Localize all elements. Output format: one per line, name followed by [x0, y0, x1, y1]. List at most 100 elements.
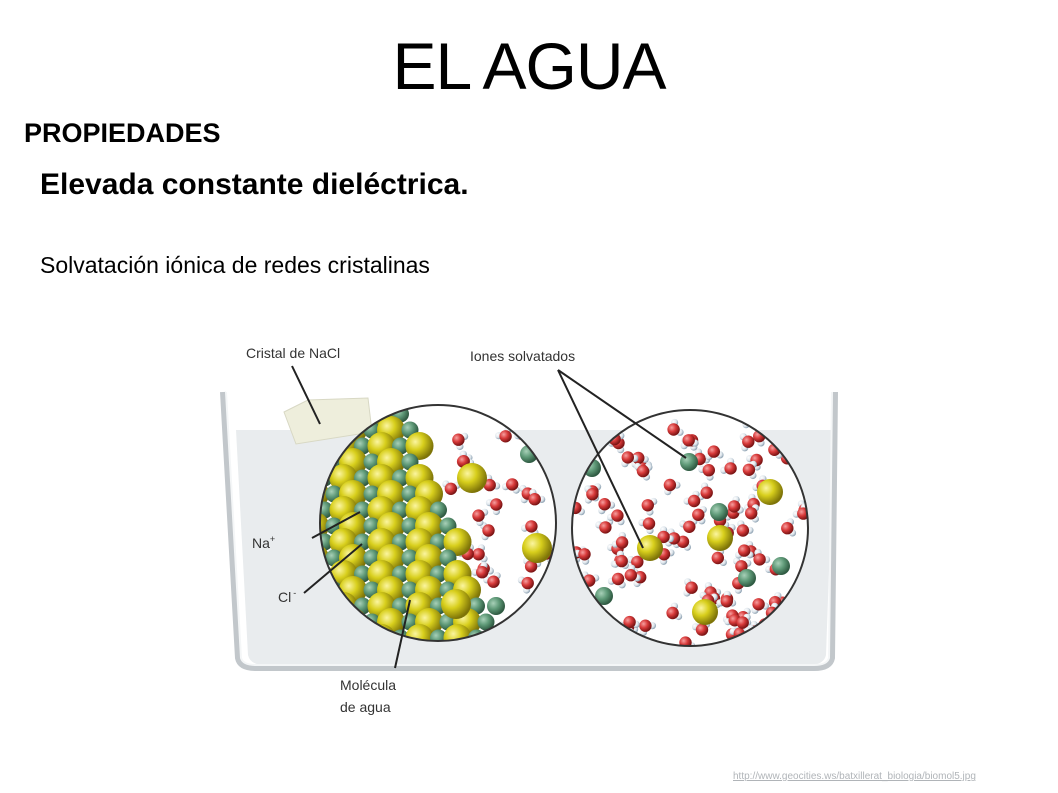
pointer-lines: [291, 365, 687, 669]
water-molecule: [521, 414, 535, 427]
water-molecule: [700, 486, 713, 499]
chloride-ion: [637, 535, 663, 561]
water-molecule: [702, 464, 715, 477]
label-sodium-charge: +: [270, 534, 275, 544]
water-molecule: [738, 544, 751, 557]
chloride-ion: [457, 463, 487, 493]
water-molecule: [742, 463, 756, 476]
water-molecule: [524, 560, 538, 573]
water-molecule: [728, 500, 741, 513]
hydrogen-atom: [783, 422, 791, 430]
water-molecule: [579, 410, 593, 419]
label-solvated-ions: Iones solvatados: [470, 348, 575, 364]
hydrogen-atom: [778, 421, 786, 429]
hydrogen-atom: [762, 410, 770, 418]
water-molecule: [444, 482, 458, 495]
diagram-caption: Solvatación iónica de redes cristalinas: [40, 252, 430, 278]
water-molecule: [482, 524, 495, 537]
water-molecule: [487, 575, 500, 588]
chloride-ion: [377, 405, 405, 412]
slide-subtitle: PROPIEDADES: [24, 118, 221, 148]
chloride-ion: [522, 533, 552, 563]
chloride-ion: [443, 528, 472, 556]
label-chloride: Cl-: [278, 588, 296, 605]
label-sodium: Na+: [252, 534, 275, 551]
sodium-ion: [477, 613, 495, 631]
water-molecule: [707, 445, 720, 458]
water-molecule: [692, 508, 705, 521]
water-molecule: [611, 509, 624, 522]
chloride-ion: [757, 479, 783, 505]
water-molecule: [769, 416, 782, 429]
label-water-line2: de agua: [340, 699, 391, 715]
hydrogen-atom: [738, 410, 747, 418]
water-molecule: [720, 595, 733, 608]
chloride-ion: [405, 624, 434, 641]
sodium-ion: [487, 597, 505, 615]
water-molecule: [745, 507, 758, 520]
water-molecule: [514, 415, 528, 428]
water-molecule: [506, 478, 519, 491]
sodium-ion: [738, 569, 756, 587]
water-molecule: [528, 493, 541, 506]
hydrogen-atom: [772, 420, 780, 428]
water-molecule: [663, 478, 677, 492]
hydrogen-atom: [526, 408, 534, 416]
water-molecule: [752, 410, 765, 421]
water-molecule: [615, 554, 628, 568]
water-molecule: [476, 566, 489, 579]
water-molecule: [521, 576, 534, 590]
water-molecule: [742, 435, 755, 448]
water-molecule: [599, 521, 612, 534]
water-molecule: [657, 530, 670, 544]
water-molecule: [685, 581, 698, 594]
water-molecule: [624, 569, 637, 582]
chloride-ion: [405, 432, 434, 460]
water-molecule: [578, 548, 591, 561]
sodium-ion: [772, 557, 790, 575]
hydrogen-atom: [519, 422, 527, 430]
water-molecule: [611, 572, 625, 586]
water-molecule: [711, 551, 724, 565]
slide-title: EL AGUA: [392, 29, 666, 103]
chloride-ion: [443, 624, 472, 641]
hydrogen-atom: [511, 415, 519, 423]
hydrogen-atom: [587, 413, 595, 422]
chloride-ion: [707, 525, 733, 551]
hydrogen-atom: [523, 419, 532, 427]
water-molecule: [695, 623, 709, 636]
water-molecule: [623, 615, 636, 629]
water-molecule: [636, 464, 650, 478]
water-molecule: [753, 553, 766, 566]
water-molecule: [615, 536, 629, 549]
water-molecule: [687, 494, 701, 508]
hydrogen-atom: [520, 423, 528, 431]
water-molecule: [639, 619, 652, 632]
water-molecule: [724, 462, 737, 475]
water-molecule: [586, 488, 599, 501]
water-molecule: [752, 598, 765, 611]
hydrogen-atom: [589, 422, 597, 430]
water-molecule: [776, 414, 789, 427]
water-molecule: [682, 434, 695, 447]
water-molecule: [736, 524, 750, 537]
hydrogen-atom: [520, 411, 528, 419]
source-link[interactable]: http://www.geocities.ws/batxillerat_biol…: [733, 771, 976, 782]
label-sodium-symbol: Na: [252, 535, 270, 551]
label-chloride-symbol: Cl: [278, 589, 291, 605]
water-molecule: [452, 433, 465, 446]
water-molecule: [631, 555, 644, 569]
sodium-ion: [430, 629, 447, 641]
water-molecule: [483, 478, 496, 492]
water-molecule: [621, 451, 634, 464]
water-molecule: [598, 498, 611, 511]
water-molecule: [736, 616, 749, 629]
hydrogen-atom: [576, 423, 585, 431]
label-chloride-charge: -: [293, 588, 296, 598]
sodium-ion: [710, 503, 728, 521]
salt-crystal-block: [283, 397, 373, 445]
water-molecule: [472, 548, 485, 561]
water-molecule: [642, 517, 656, 530]
